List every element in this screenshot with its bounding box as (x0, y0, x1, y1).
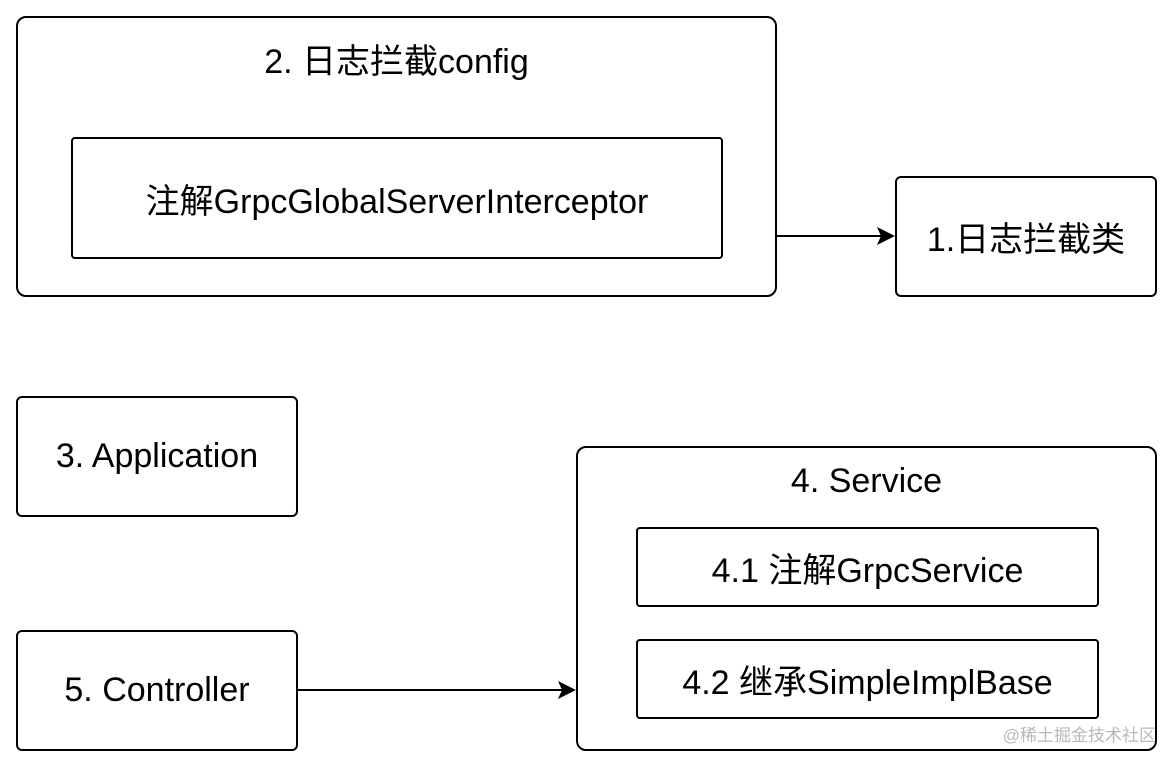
arrowhead-right-icon (558, 681, 576, 699)
application-box: 3. Application (16, 396, 298, 517)
application-label: 3. Application (55, 437, 259, 475)
interceptor-class-box: 1.日志拦截类 (895, 176, 1157, 297)
edge-controller-to-service (298, 681, 576, 699)
service-extends-label: 4.2 继承SimpleImplBase (682, 663, 1053, 702)
interceptor-class-label: 1.日志拦截类 (926, 221, 1126, 259)
service-group: 4. Service 4.1 注解GrpcService 4.2 继承Simpl… (576, 446, 1157, 751)
watermark: @稀土掘金技术社区 (1002, 726, 1156, 745)
config-group-title: 2. 日志拦截config (264, 43, 529, 81)
service-annotation-box: 4.1 注解GrpcService (636, 527, 1099, 607)
arrowhead-right-icon (877, 227, 895, 245)
global-interceptor-annotation-label: 注解GrpcGlobalServerInterceptor (145, 182, 649, 221)
service-extends-box: 4.2 继承SimpleImplBase (636, 639, 1099, 719)
service-group-title: 4. Service (790, 462, 943, 500)
controller-box: 5. Controller (16, 630, 298, 751)
controller-label: 5. Controller (64, 671, 250, 709)
global-interceptor-annotation-box: 注解GrpcGlobalServerInterceptor (71, 137, 723, 259)
service-annotation-label: 4.1 注解GrpcService (711, 551, 1024, 590)
edge-config-to-interceptor (777, 227, 895, 245)
config-group: 2. 日志拦截config 注解GrpcGlobalServerIntercep… (16, 16, 777, 297)
